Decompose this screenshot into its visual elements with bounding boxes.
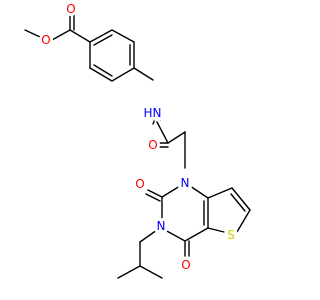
atom-o-amide: O [146,138,160,152]
atom-o-c4: O [179,258,193,272]
bond-s-c4a [207,227,225,233]
bond-c7a-n1 [189,185,209,199]
bond-ring-a-4 [111,67,135,82]
bond-ch-ch3-right [139,265,163,279]
atom-labels: O O H N O N O N S [39,2,238,272]
bond-n1-c2 [161,185,181,198]
bond-ch-ch3-left [117,265,141,279]
atom-o-methoxy-label: O [41,33,50,47]
bond-c7a-c7 [207,187,233,199]
atom-o-amide-label: O [148,138,157,152]
bond-n-carbonyl-c [156,121,169,144]
atom-n1: N [177,175,193,191]
bond-carbonyl-c-ring [69,29,91,43]
atom-n3-label: N [157,219,166,233]
bond-ring-a-5 [89,67,113,82]
bond-o-carbonyl-c [51,29,71,41]
bond-lines [24,12,251,279]
atom-s-thiophene-label: S [227,228,235,242]
bond-ring-a-1-inner [93,34,113,46]
atom-o-c2: O [133,177,147,191]
bond-c4-c4a [184,227,209,242]
atom-o-ester-carbonyl: O [64,2,78,16]
atom-n1-label: N [181,176,190,190]
bond-n3-ch2 [139,229,158,243]
atom-s-thiophene: S [224,228,238,242]
bond-c6-s [236,209,251,233]
bond-ring-a-2 [111,29,135,43]
bond-c2-o-2 [145,193,161,202]
bond-methyl-o [24,29,41,38]
atom-n-amide-label: N [153,106,162,120]
atom-o-methoxy: O [39,33,53,47]
bond-ring-nh [133,67,154,81]
bond-c7-c6-inner [230,193,246,212]
bond-amide-ch2 [167,131,186,144]
atom-n-amide-h-label: H [143,106,152,120]
atom-o-ester-carbonyl-label: O [66,2,75,16]
bond-ring-a-1 [89,29,113,43]
bond-ring-a-5-inner [93,64,113,77]
bond-n3-c4 [164,229,186,242]
molecule-structure-diagram: O O H N O N O N S [24,2,251,279]
atom-n3: N [153,218,169,234]
atom-o-c2-label: O [135,177,144,191]
atom-o-c4-label: O [181,258,190,272]
bond-c2-o-1 [147,189,163,198]
atom-n-amide: H N [143,105,165,121]
bond-c7-c6 [231,187,251,211]
